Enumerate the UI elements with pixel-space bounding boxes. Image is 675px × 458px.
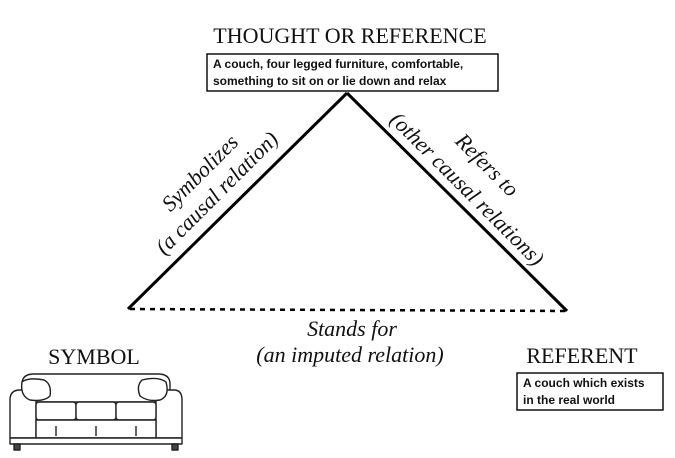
referent-definition-line-2: in the real world (523, 393, 615, 407)
left-edge-line (126, 91, 349, 311)
stands-for-label: Stands for (307, 316, 397, 341)
symbol-title: SYMBOL (48, 344, 140, 369)
thought-definition-line-1: A couch, four legged furniture, comforta… (213, 57, 463, 71)
right-edge-label: Refers to (other causal relations) (385, 107, 549, 271)
left-edge-label: Symbolizes (a causal relation) (150, 126, 283, 259)
couch-icon (9, 373, 183, 451)
referent-title: REFERENT (526, 343, 638, 368)
referent-definition-line-1: A couch which exists (523, 376, 645, 390)
thought-definition-line-2: something to sit on or lie down and rela… (213, 74, 447, 88)
base-edge-dotted-line (129, 307, 567, 313)
thought-definition-box (206, 53, 499, 92)
thought-reference-title: THOUGHT OR REFERENCE (213, 23, 486, 48)
referent-definition-box (516, 372, 664, 411)
imputed-relation-label: (an imputed relation) (256, 342, 443, 367)
right-edge-line (345, 91, 569, 313)
